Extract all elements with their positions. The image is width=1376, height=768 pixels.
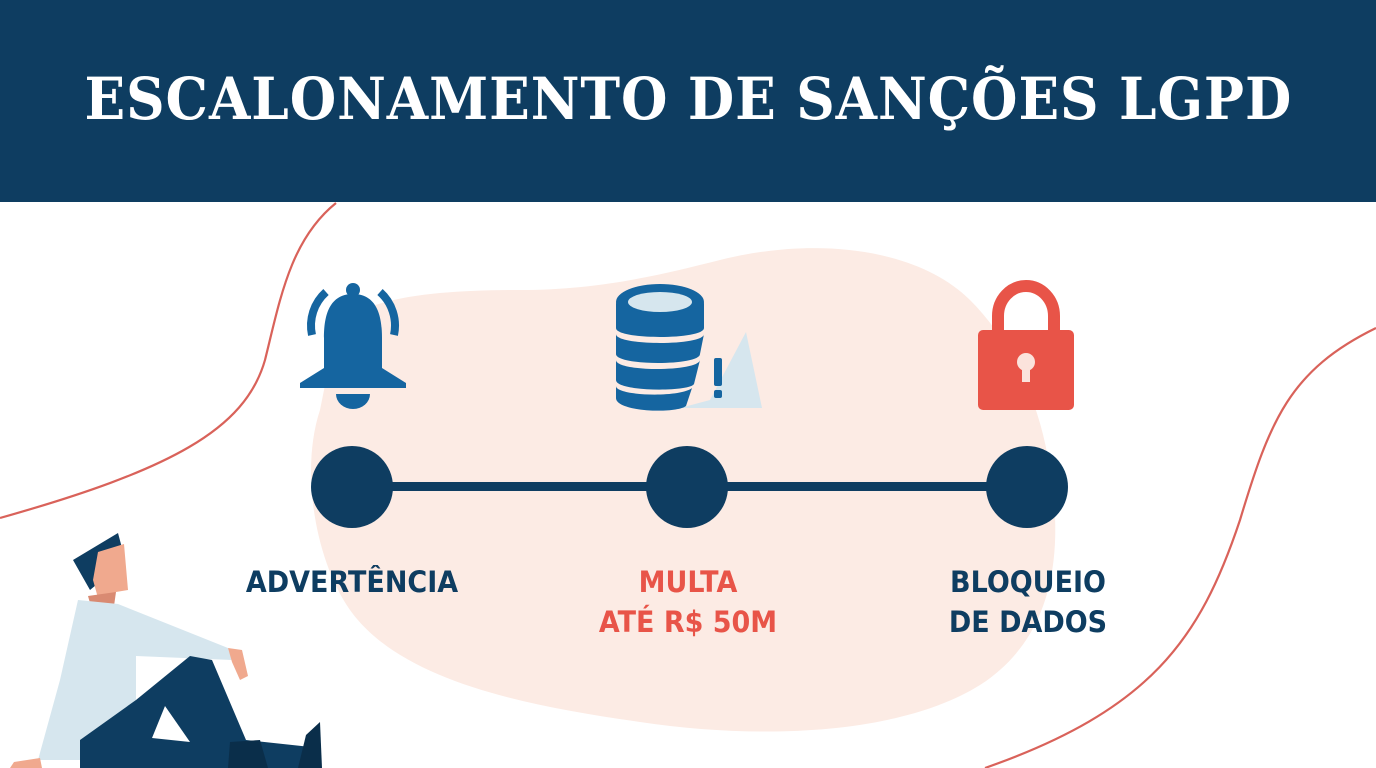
bell-alert-icon	[292, 280, 414, 410]
header-banner: ESCALONAMENTO DE SANÇÕES LGPD	[0, 0, 1376, 202]
step-label-line: ATÉ R$ 50M	[598, 605, 778, 639]
page-title: ESCALONAMENTO DE SANÇÕES LGPD	[84, 65, 1292, 133]
step-label-multa: MULTA ATÉ R$ 50M	[558, 562, 818, 642]
padlock-icon	[976, 278, 1076, 412]
step-label-line: MULTA	[638, 565, 738, 599]
timeline-node-multa	[646, 446, 728, 528]
step-label-bloqueio: BLOQUEIO DE DADOS	[915, 562, 1142, 642]
left-curve-line	[0, 202, 337, 520]
step-label-line: ADVERTÊNCIA	[245, 565, 459, 599]
step-label-line: DE DADOS	[948, 605, 1108, 639]
right-curve-line	[984, 327, 1376, 768]
sitting-person-illustration	[10, 533, 322, 768]
timeline-node-advertencia	[311, 446, 393, 528]
step-label-line: BLOQUEIO	[950, 565, 1106, 599]
timeline-node-bloqueio	[986, 446, 1068, 528]
database-warning-icon	[610, 280, 766, 414]
step-label-advertencia: ADVERTÊNCIA	[211, 562, 494, 602]
